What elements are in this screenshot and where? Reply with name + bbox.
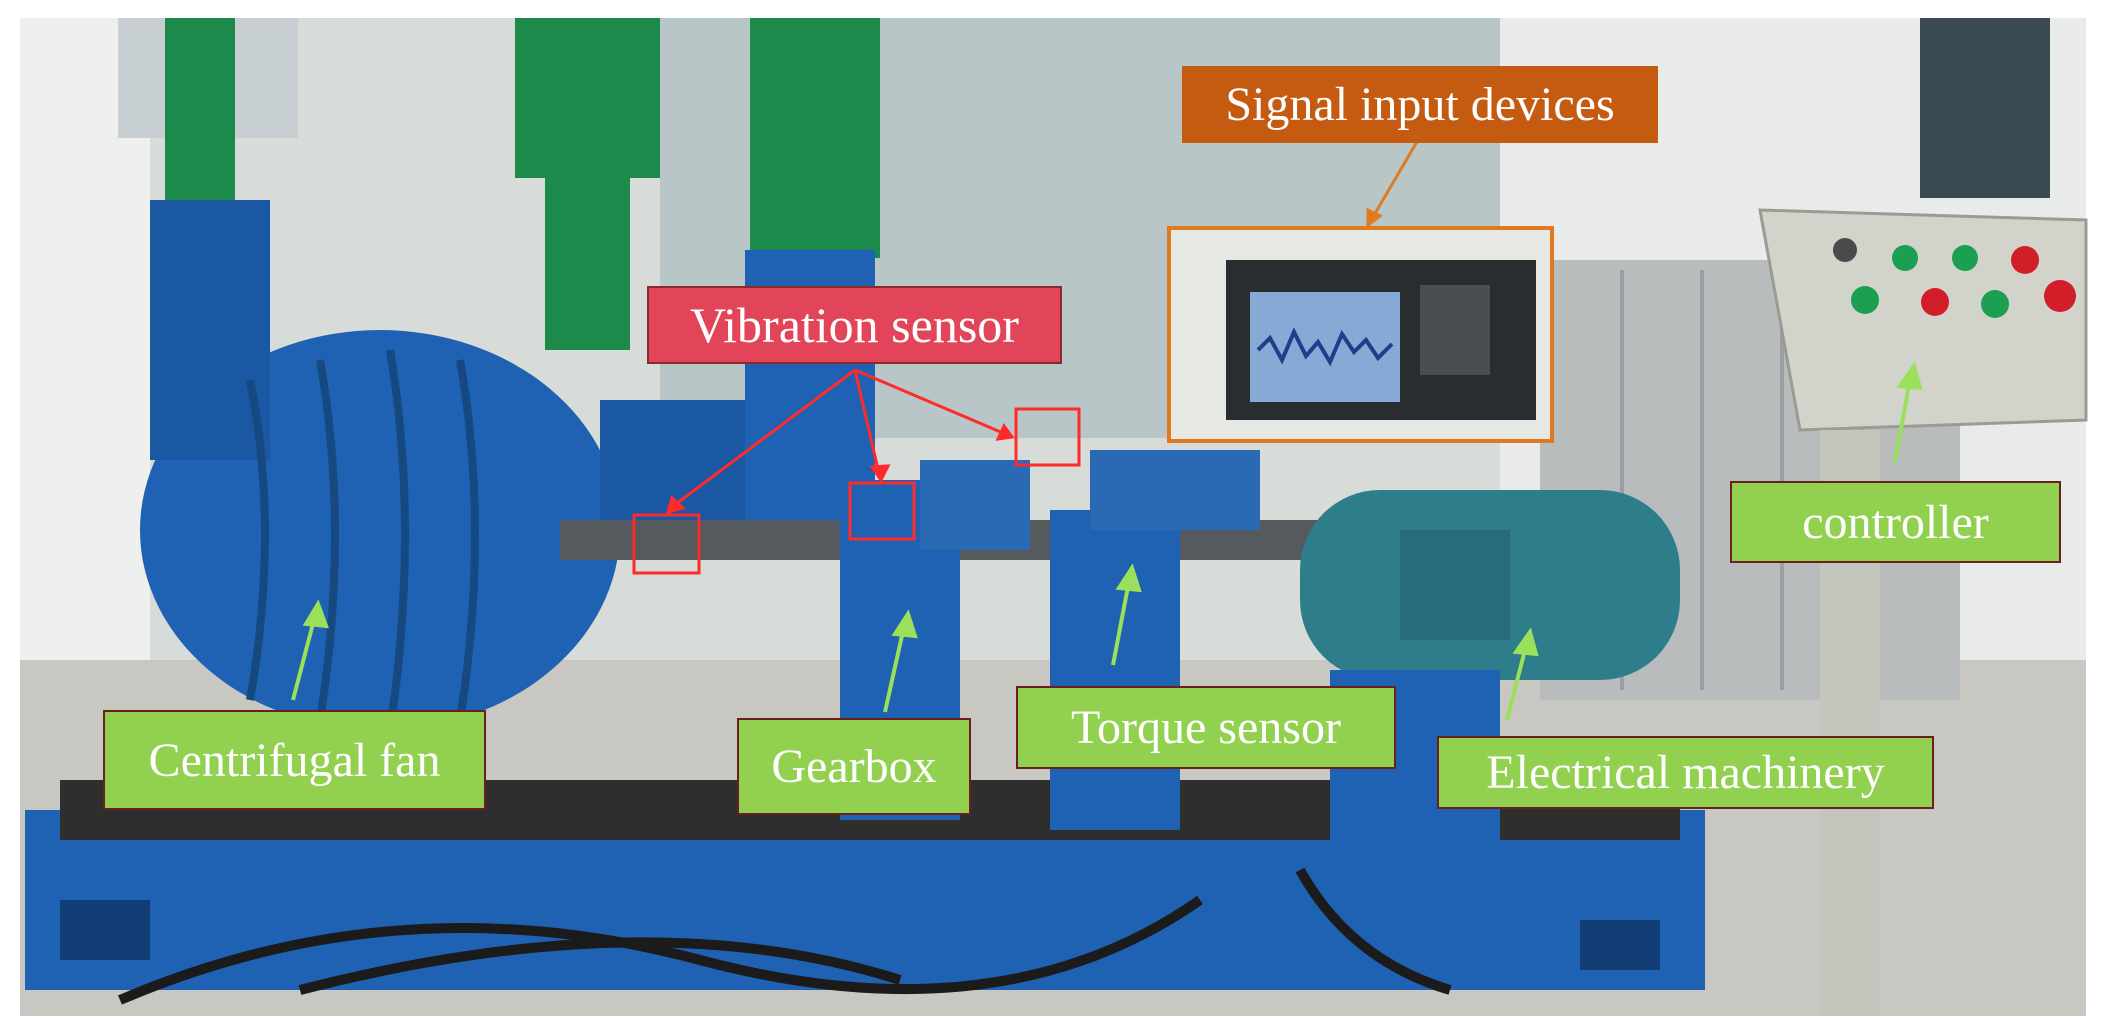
green-arrows: [291, 361, 1923, 721]
torque-sensor-body: [1050, 510, 1180, 830]
vibration-arrows: [665, 368, 1015, 515]
sensor-markers: [632, 407, 1081, 575]
blue-housing: [600, 400, 760, 540]
motor-terminal-box: [1400, 530, 1510, 640]
controller-label: controller: [1730, 481, 2061, 563]
signal-input-devices-label: Signal input devices: [1182, 66, 1658, 143]
green-pipe-right: [750, 18, 880, 258]
gearbox-label: Gearbox: [737, 718, 971, 815]
gearbox-top: [920, 460, 1030, 550]
sensor-marker-1: [632, 513, 701, 575]
right-window: [1920, 18, 2050, 198]
controller-buttons: [1833, 238, 2076, 318]
green-pipe-left: [165, 18, 235, 218]
controller-console: [1758, 208, 2088, 432]
device-vent: [1420, 285, 1490, 375]
fan-ribs: [246, 349, 479, 731]
torque-sensor-label: Torque sensor: [1016, 686, 1396, 769]
platform-holes: [60, 900, 1660, 970]
green-pipe-middle: [515, 18, 660, 178]
signal-arrow: [1366, 139, 1420, 228]
green-pipe-middle-lower: [545, 170, 630, 350]
device-screen: [1250, 292, 1400, 402]
torque-sensor-head: [1090, 450, 1260, 530]
sensor-marker-2: [848, 481, 916, 541]
device-waveform: [1256, 327, 1394, 367]
electrical-machinery-label: Electrical machinery: [1437, 736, 1934, 809]
fan-intake: [150, 200, 270, 460]
cables: [118, 867, 1452, 1005]
vibration-sensor-label: Vibration sensor: [647, 286, 1062, 364]
centrifugal-fan-label: Centrifugal fan: [103, 710, 486, 810]
sensor-marker-3: [1014, 407, 1081, 467]
